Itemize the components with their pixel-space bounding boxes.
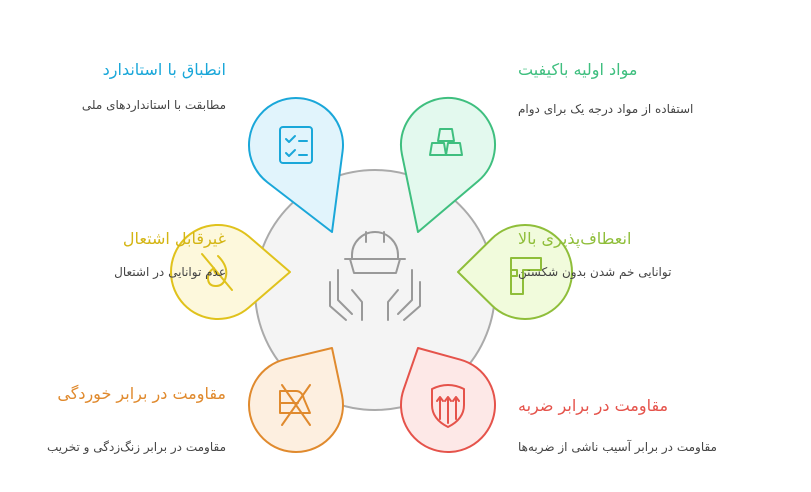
item-desc: عدم توانایی در اشتعال bbox=[114, 265, 226, 279]
item-title: انعطاف‌پذیری بالا bbox=[518, 229, 632, 248]
no-fire-icon bbox=[201, 253, 233, 291]
item-desc: توانایی خم شدن بدون شکستن bbox=[518, 265, 672, 279]
item-desc: استفاده از مواد درجه یک برای دوام bbox=[518, 102, 694, 116]
item-title: مقاومت در برابر خوردگی bbox=[57, 384, 226, 403]
item-title: انطباق با استاندارد bbox=[102, 60, 226, 79]
gold-bars-icon bbox=[429, 128, 463, 156]
item-flexibility: انعطاف‌پذیری بالا توانایی خم شدن بدون شک… bbox=[518, 229, 671, 279]
petal-checklist bbox=[248, 97, 344, 233]
item-title: مواد اولیه باکیفیت bbox=[518, 60, 638, 79]
item-title: غیرقابل اشتعال bbox=[122, 229, 226, 248]
shield-arrows-icon bbox=[431, 384, 465, 428]
item-standard-compliance: انطباق با استاندارد مطابقت با استاندارده… bbox=[82, 60, 226, 112]
item-non-flammable: غیرقابل اشتعال عدم توانایی در اشتعال bbox=[114, 229, 226, 279]
petal-no-fire bbox=[170, 224, 291, 320]
hard-hat-hands-icon bbox=[329, 231, 421, 321]
item-desc: مقاومت در برابر آسیب ناشی از ضربه‌ها bbox=[518, 440, 717, 454]
no-iron-icon bbox=[279, 384, 311, 426]
petal-bent-pipe bbox=[457, 224, 573, 320]
petal-gold-bars bbox=[400, 97, 496, 233]
item-quality-materials: مواد اولیه باکیفیت استفاده از مواد درجه … bbox=[518, 60, 693, 116]
item-impact-resistance: مقاومت در برابر ضربه مقاومت در برابر آسی… bbox=[518, 396, 717, 454]
checklist-icon bbox=[279, 126, 313, 164]
item-desc: مقاومت در برابر زنگ‌زدگی و تخریب bbox=[47, 440, 226, 454]
item-corrosion-resistance: مقاومت در برابر خوردگی مقاومت در برابر ز… bbox=[47, 384, 226, 454]
item-desc: مطابقت با استانداردهای ملی bbox=[81, 98, 226, 112]
bent-pipe-icon bbox=[510, 257, 542, 295]
petal-no-iron bbox=[248, 347, 344, 453]
item-title: مقاومت در برابر ضربه bbox=[518, 396, 669, 415]
